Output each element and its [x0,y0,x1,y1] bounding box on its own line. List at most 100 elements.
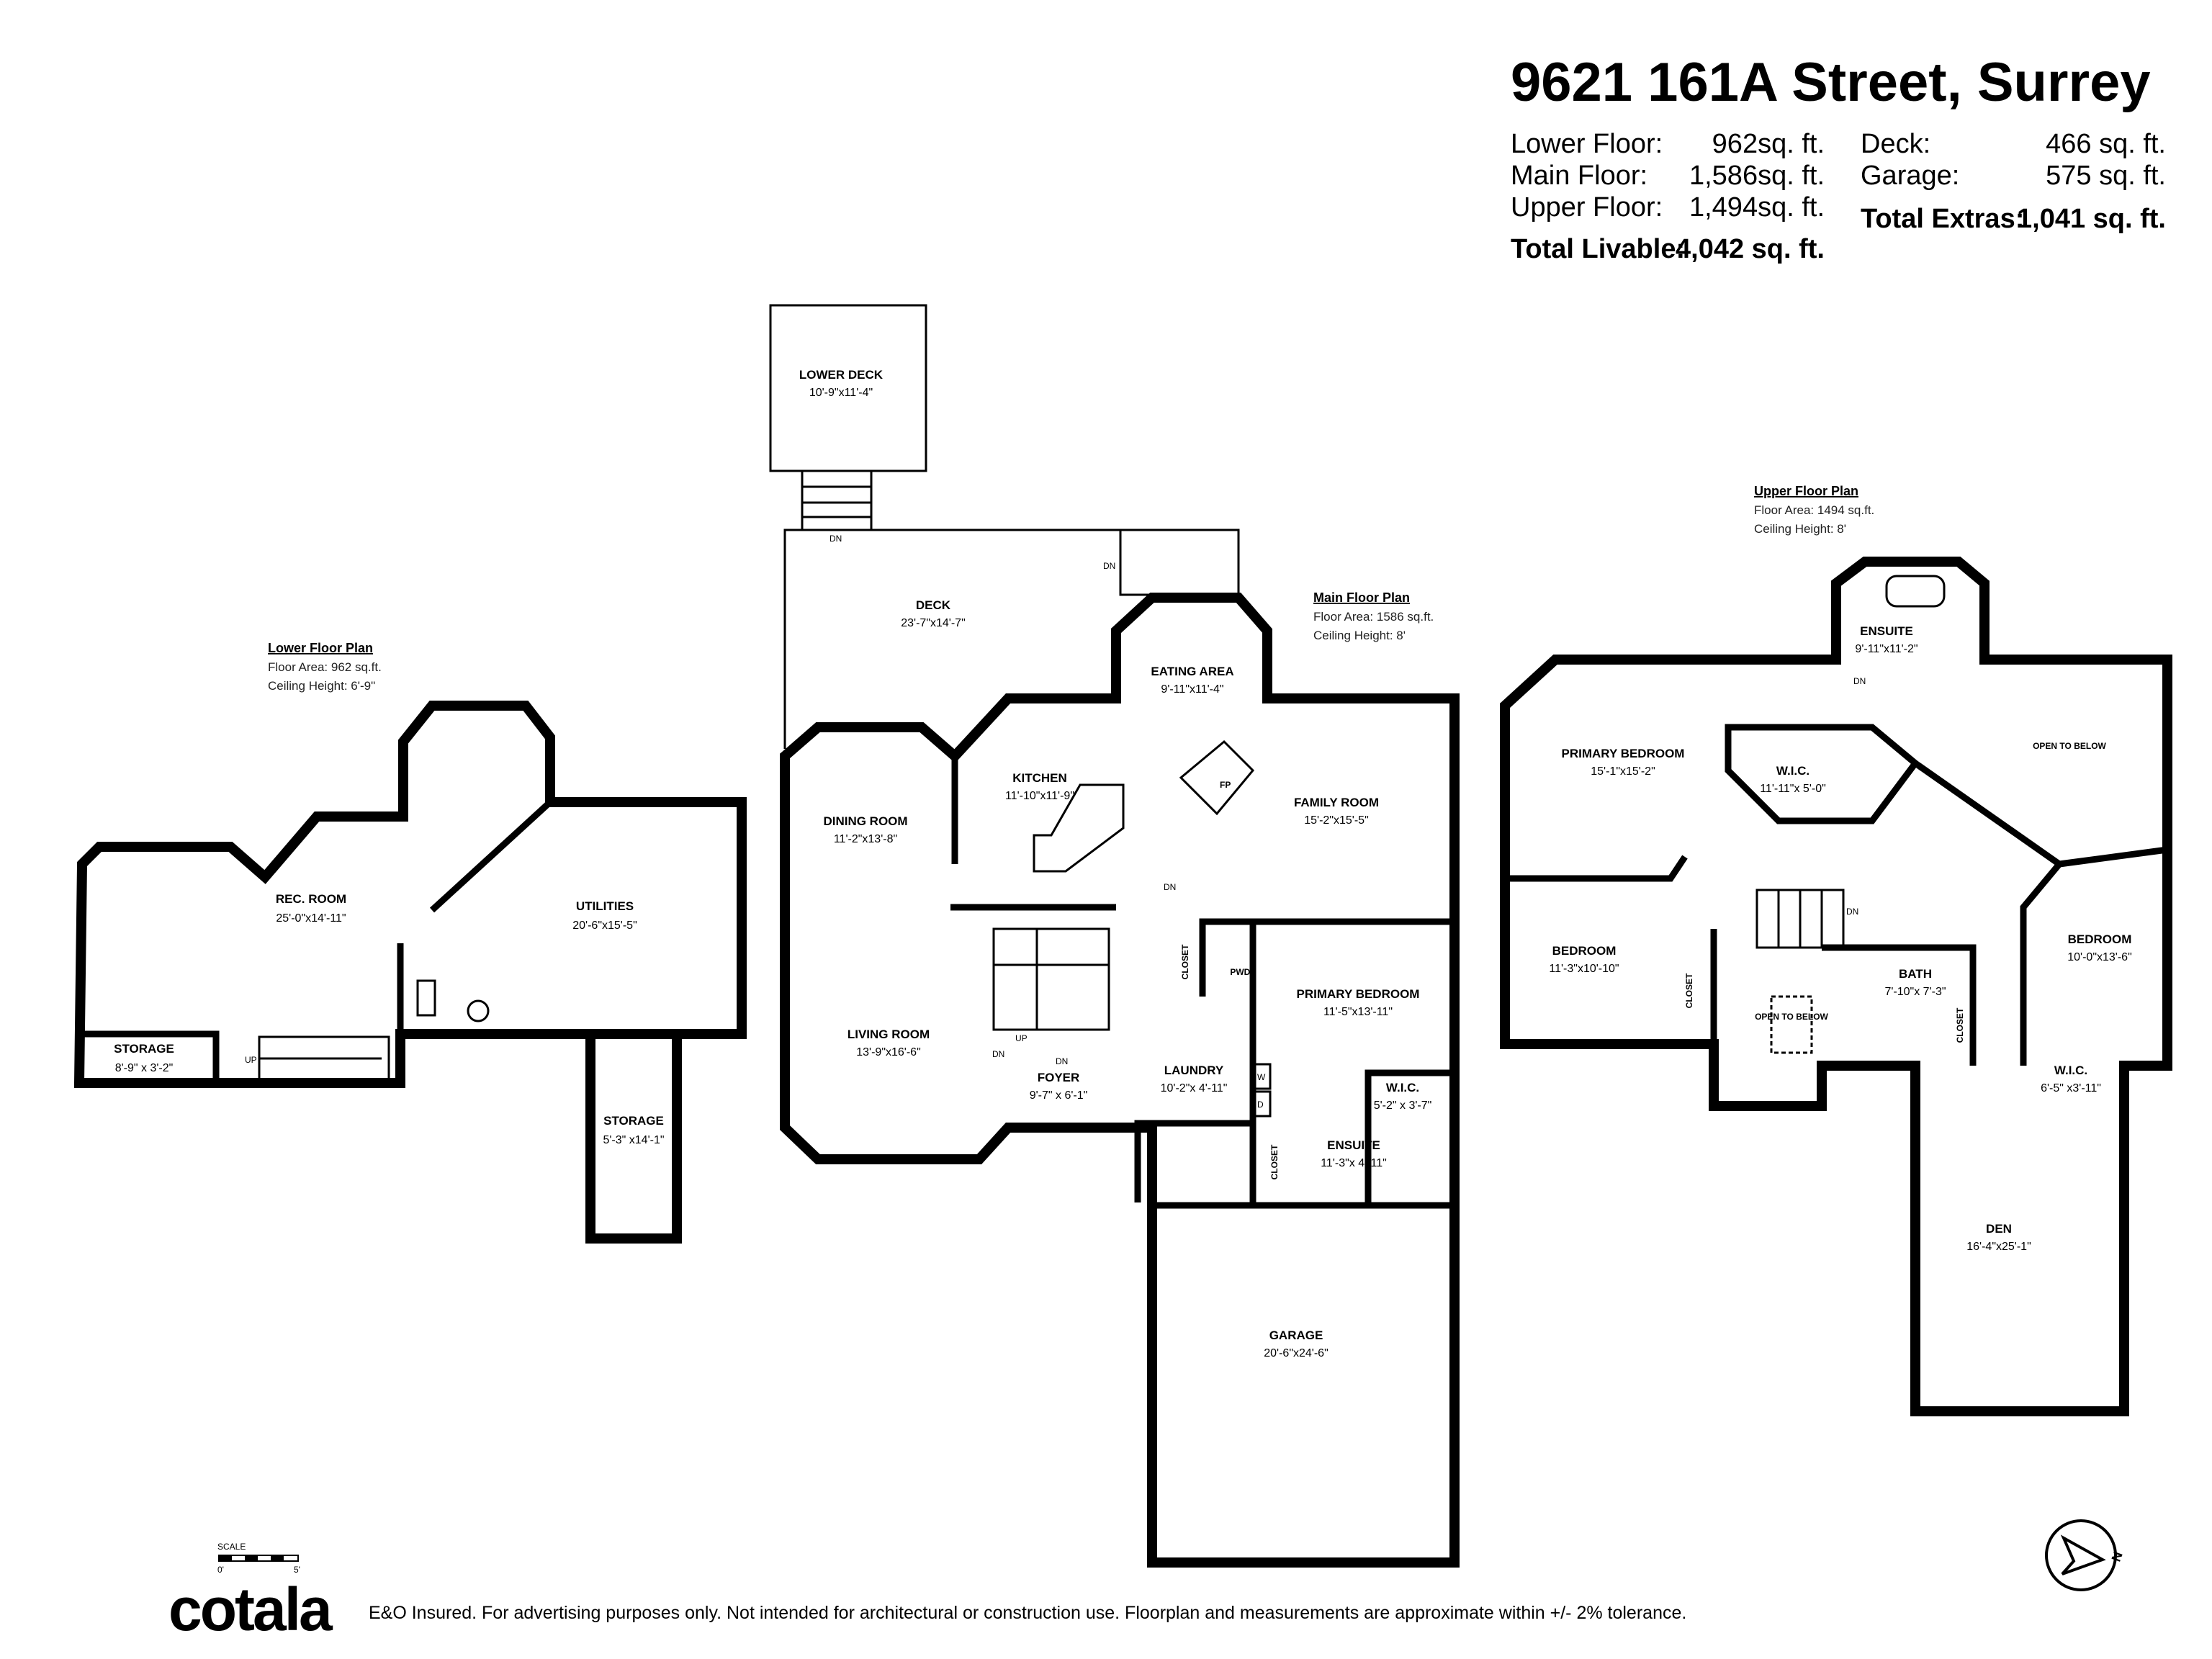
room-dims: 15'-1"x15'-2" [1591,765,1655,778]
powder-room-label: PWD. [1230,967,1252,977]
furnace-icon [416,979,436,1017]
stair-dn-label: DN [1056,1056,1068,1066]
room-dims: 20'-6"x15'-5" [572,920,637,932]
stair-up-label: UP [245,1055,257,1065]
upper-floor-ceiling: Ceiling Height: 8' [1754,522,1846,536]
main-floor-label: Main Floor: [1511,161,1647,191]
room-dims: 23'-7"x14'-7" [901,617,966,629]
scale-bar [218,1555,299,1562]
room-name: W.I.C. [1776,764,1809,778]
room-dims: 11'-5"x13'-11" [1323,1006,1393,1018]
room-dims: 11'-10"x11'-9" [1005,790,1074,802]
dryer-label: D [1257,1100,1264,1110]
lower-floor-label: Lower Floor: [1511,129,1663,159]
stair-dn-label: DN [1846,907,1858,917]
stair-dn-label: DN [992,1049,1004,1059]
bathtub-icon [1885,575,1946,608]
scale-label: SCALE [217,1542,246,1552]
utilities-wall [429,799,553,913]
room-dims: 11'-2"x13'-8" [834,833,897,845]
water-heater-icon [467,999,490,1022]
room-name: DEN [1986,1222,2012,1236]
room-dims: 9'-11"x11'-4" [1161,683,1223,696]
room-dims: 5'-2" x 3'-7" [1374,1100,1432,1112]
upper-floor-plan: Upper Floor Plan Floor Area: 1494 sq.ft.… [1500,484,2172,1416]
room-name: GARAGE [1269,1328,1323,1342]
upper-floor-label: Upper Floor: [1511,192,1663,222]
open-to-below-void [1770,995,1813,1054]
room-name: BEDROOM [2068,932,2132,946]
main-floor-plan: Main Floor Plan Floor Area: 1586 sq.ft. … [769,304,1460,1568]
dryer-icon [1251,1090,1272,1118]
room-name: FOYER [1038,1071,1080,1084]
room-name: LOWER DECK [799,368,884,382]
upper-floor-walls [1500,557,2172,1416]
room-name: STORAGE [114,1042,174,1056]
room-name: LIVING ROOM [848,1028,930,1041]
room-dims: 15'-2"x15'-5" [1304,814,1369,827]
family-room-bottom-wall [1199,918,1455,997]
total-extras-value: 1,041 sq. ft. [2017,204,2166,234]
lower-floor-ceiling: Ceiling Height: 6'-9" [268,679,375,693]
room-dims: 9'-7" x 6'-1" [1030,1089,1088,1102]
compass-north-label: N [2109,1550,2126,1563]
room-name: DECK [916,598,951,612]
wic-walls [1364,1069,1455,1202]
lower-floor-plan: Lower Floor Plan Floor Area: 962 sq.ft. … [73,641,747,1244]
room-name: UTILITIES [576,899,634,913]
room-dims: 13'-9"x16'-6" [856,1046,921,1058]
main-floor-area: Floor Area: 1586 sq.ft. [1313,610,1434,624]
header: 9621 161A Street, Surrey Lower Floor: 96… [1511,52,2166,264]
main-stairs [992,927,1110,1031]
room-name: EATING AREA [1151,665,1233,678]
scale-end: 5' [294,1565,300,1575]
washer-label: W [1257,1072,1266,1082]
scale-start: 0' [217,1565,224,1575]
main-floor-walls [780,593,1460,1568]
footer: SCALE 0' 5' cotala E&O Insured. For adve… [168,1519,2126,1643]
total-livable-value: 4,042 sq. ft. [1676,234,1825,264]
lower-stairs [258,1035,390,1082]
deck-label: Deck: [1861,129,1930,159]
upper-floor-area: Floor Area: 1494 sq.ft. [1754,503,1874,517]
cotala-logo: cotala [168,1575,333,1643]
room-name: REC. ROOM [276,892,346,906]
main-floor-ceiling: Ceiling Height: 8' [1313,629,1406,642]
room-name: DINING ROOM [823,814,907,828]
fireplace-icon [1179,739,1255,816]
stair-up-label: UP [1015,1033,1028,1043]
deck-outline [783,529,1240,749]
bath-walls [1822,944,1977,1066]
upper-floor-heading: Upper Floor Plan [1754,484,1858,498]
room-dims: 11'-3"x 4'-11" [1321,1157,1387,1169]
room-name: STORAGE [603,1114,664,1128]
storage-room-walls [585,1029,682,1244]
room-name: ENSUITE [1860,624,1913,638]
room-dims: 11'-3"x10'-10" [1549,963,1619,975]
north-compass-icon [2045,1519,2117,1591]
lower-floor-area: Floor Area: 962 sq.ft. [268,660,382,674]
garage-label: Garage: [1861,161,1959,191]
bedroom-right-wall [2020,862,2062,1066]
washer-icon [1251,1063,1272,1090]
closet-label: CLOSET [1955,1007,1965,1043]
deck-stair-dn-label: DN [1103,561,1115,571]
room-dims: 7'-10"x 7'-3" [1884,986,1946,998]
small-storage-walls [79,1030,220,1083]
deck-stairs [801,469,1240,596]
lower-floor-value: 962sq. ft. [1712,129,1825,159]
stair-dn-label: DN [1853,676,1866,686]
room-dims: 10'-2"x 4'-11" [1161,1082,1228,1094]
wic-walls [1725,724,1920,824]
room-name: W.I.C. [2054,1064,2087,1077]
fireplace-label: FP [1220,780,1231,790]
room-name: FAMILY ROOM [1294,796,1379,809]
total-livable-label: Total Livable: [1511,234,1685,264]
room-name: PRIMARY BEDROOM [1297,987,1420,1001]
room-name: KITCHEN [1012,771,1067,785]
upper-stairs [1755,889,1845,949]
open-to-below-label: OPEN TO BELOW [2033,741,2106,751]
closet-label: CLOSET [1269,1144,1280,1179]
primary-bedroom-bottom-wall [1505,855,1688,882]
